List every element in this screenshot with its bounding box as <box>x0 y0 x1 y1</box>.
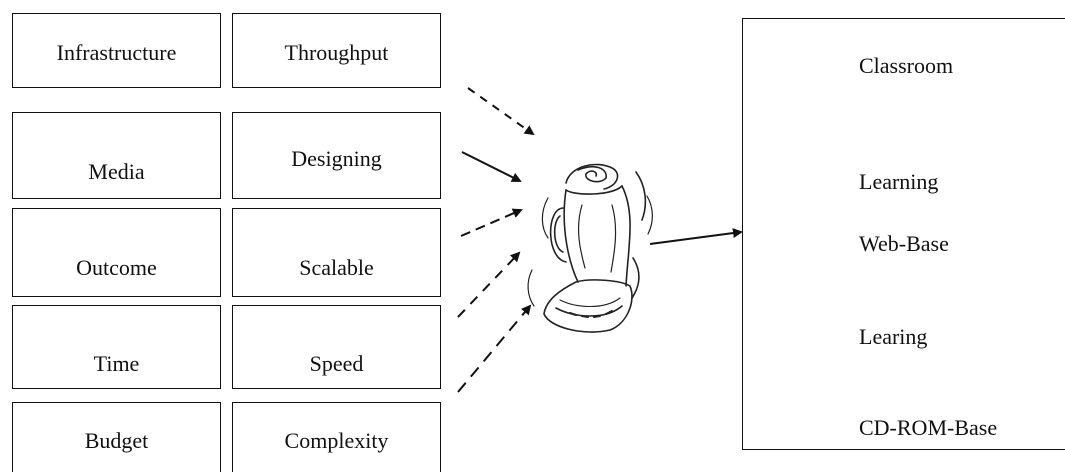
factor-box: Time <box>12 305 221 389</box>
factor-box: Budget <box>12 402 221 472</box>
factor-box: Designing <box>232 112 441 199</box>
factor-label: Throughput <box>284 39 389 65</box>
factor-box: Outcome <box>12 208 221 297</box>
factor-box: Complexity <box>232 402 441 472</box>
output-arrow <box>649 228 743 245</box>
factor-box: Throughput <box>232 13 441 88</box>
incoming-arrow <box>467 87 535 136</box>
factor-label: Media <box>88 158 145 184</box>
incoming-arrow <box>457 304 532 393</box>
factor-box: Speed <box>232 305 441 389</box>
factor-box: Scalable <box>232 208 441 297</box>
incoming-arrow <box>457 251 521 318</box>
factor-label: Time <box>93 351 140 376</box>
factor-label: Infrastructure <box>56 39 177 65</box>
factor-label: Scalable <box>299 254 374 280</box>
output-item: Classroom <box>859 53 954 78</box>
output-item: CD-ROM-Base <box>859 415 998 440</box>
factor-label: Complexity <box>284 427 389 453</box>
factor-label: Speed <box>309 351 364 376</box>
factor-label: Outcome <box>76 254 157 280</box>
blender-icon <box>527 163 653 333</box>
factor-box: Infrastructure <box>12 13 221 88</box>
incoming-arrow <box>460 208 523 237</box>
output-box: Classroom Learning Web-Base Learing CD-R… <box>742 18 1065 450</box>
output-item: Learing <box>859 324 928 349</box>
output-item: Learning <box>859 169 939 194</box>
factor-label: Budget <box>84 427 149 453</box>
factor-box: Media <box>12 112 221 199</box>
output-item: Web-Base <box>859 231 949 256</box>
factor-label: Designing <box>291 145 382 171</box>
incoming-arrow <box>461 151 522 182</box>
